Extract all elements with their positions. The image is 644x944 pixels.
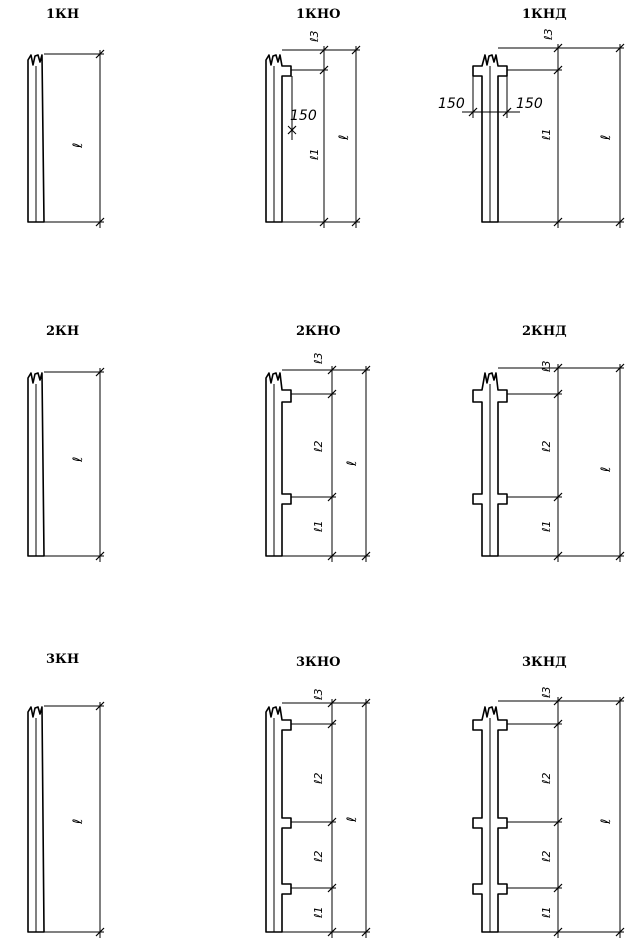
offset-label: 150 bbox=[290, 108, 317, 124]
panel-label: 1КН bbox=[46, 7, 79, 22]
dim-label-l2-lower: ℓ2 bbox=[312, 850, 325, 863]
dim-label-l: ℓ bbox=[71, 457, 86, 463]
dim-label-l2: ℓ2 bbox=[312, 440, 325, 453]
dim-label-l: ℓ bbox=[599, 819, 614, 825]
dim-label-l2-upper: ℓ2 bbox=[312, 772, 325, 785]
dim-label-l: ℓ bbox=[71, 143, 86, 149]
column-outline bbox=[265, 372, 292, 557]
dim-label-l: ℓ bbox=[599, 467, 614, 473]
dim-label-l1: ℓ1 bbox=[540, 520, 553, 533]
column-outline bbox=[265, 706, 292, 933]
dim-label-l: ℓ bbox=[345, 461, 360, 467]
dim-label-l1: ℓ1 bbox=[308, 148, 321, 161]
offset-label-right: 150 bbox=[516, 96, 543, 112]
panel-3knd: 3КНД ℓ3 ℓ2 ℓ2 ℓ1 ℓ bbox=[472, 655, 625, 938]
panel-label: 1КНО bbox=[296, 7, 340, 22]
panel-3kn: 3КН ℓ bbox=[27, 652, 105, 938]
dim-label-l: ℓ bbox=[345, 817, 360, 823]
dim-label-l3: ℓ3 bbox=[540, 360, 553, 373]
panel-label: 2КНД bbox=[522, 324, 567, 339]
column-outline bbox=[265, 54, 292, 223]
panel-3kno: 3КНО ℓ3 ℓ2 ℓ2 ℓ1 ℓ bbox=[265, 655, 371, 938]
dim-label-l3: ℓ3 bbox=[308, 30, 321, 43]
dim-label-l3: ℓ3 bbox=[540, 686, 553, 699]
panel-2knd: 2КНД ℓ3 ℓ2 ℓ1 ℓ bbox=[472, 324, 625, 562]
dim-label-l1: ℓ1 bbox=[312, 906, 325, 919]
panel-label: 2КНО bbox=[296, 324, 340, 339]
panel-label: 3КН bbox=[46, 652, 79, 667]
dim-label-l: ℓ bbox=[337, 135, 352, 141]
panel-1knd: 1КНД 150 150 ℓ3 ℓ1 ℓ bbox=[438, 7, 625, 228]
offset-label-left: 150 bbox=[438, 96, 465, 112]
dim-label-l: ℓ bbox=[599, 135, 614, 141]
panel-label: 3КНД bbox=[522, 655, 567, 670]
dim-label-l2-upper: ℓ2 bbox=[540, 772, 553, 785]
dim-label-l1: ℓ1 bbox=[540, 906, 553, 919]
dim-label-l3: ℓ3 bbox=[312, 352, 325, 365]
panel-label: 1КНД bbox=[522, 7, 567, 22]
panel-label: 3КНО bbox=[296, 655, 340, 670]
panel-1kn: 1КН ℓ bbox=[27, 7, 105, 228]
dim-label-l3: ℓ3 bbox=[312, 688, 325, 701]
panel-2kn: 2КН ℓ bbox=[27, 324, 105, 562]
panel-label: 2КН bbox=[46, 324, 79, 339]
panel-2kno: 2КНО ℓ3 ℓ2 ℓ1 ℓ bbox=[265, 324, 371, 562]
dim-label-l3: ℓ3 bbox=[542, 28, 555, 41]
dim-label-l2: ℓ2 bbox=[540, 440, 553, 453]
dim-label-l2-lower: ℓ2 bbox=[540, 850, 553, 863]
dim-label-l1: ℓ1 bbox=[312, 520, 325, 533]
dim-label-l1: ℓ1 bbox=[540, 128, 553, 141]
panel-1kno: 1КНО 150 ℓ3 ℓ1 ℓ bbox=[265, 7, 361, 228]
dim-label-l: ℓ bbox=[71, 819, 86, 825]
